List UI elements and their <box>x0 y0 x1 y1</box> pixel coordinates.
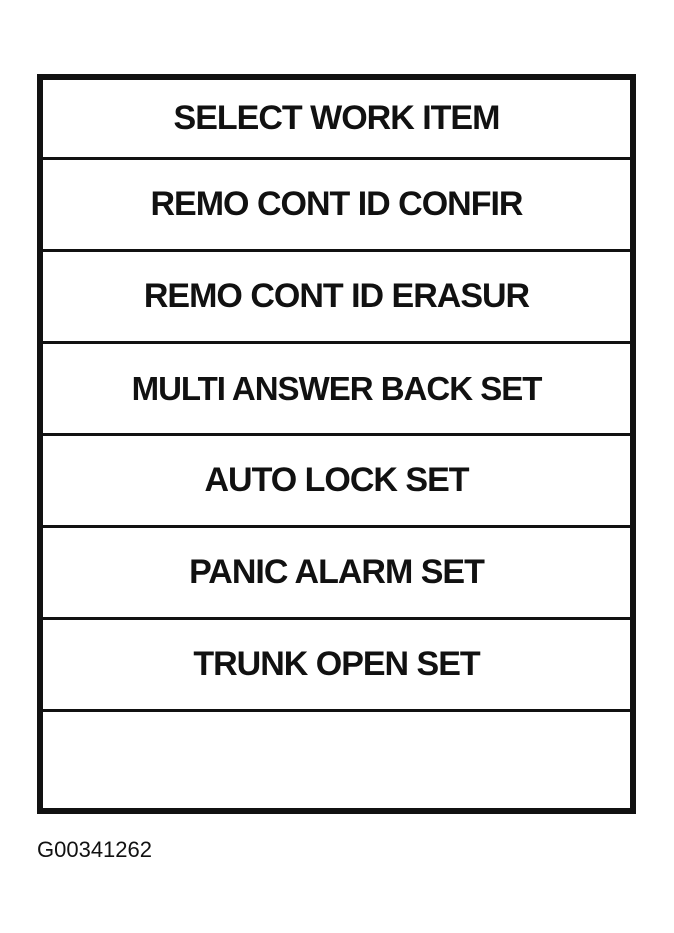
menu-empty-row <box>43 712 630 802</box>
menu-item-trunk-open-set[interactable]: TRUNK OPEN SET <box>43 620 630 712</box>
menu-item-label: MULTI ANSWER BACK SET <box>131 369 543 407</box>
menu-item-label: REMO CONT ID CONFIR <box>150 185 524 223</box>
work-item-menu: SELECT WORK ITEM REMO CONT ID CONFIR REM… <box>43 80 630 802</box>
menu-title-row: SELECT WORK ITEM <box>43 80 630 160</box>
menu-item-panic-alarm-set[interactable]: PANIC ALARM SET <box>43 528 630 620</box>
menu-item-label: AUTO LOCK SET <box>204 461 469 499</box>
menu-item-multi-answer-back-set[interactable]: MULTI ANSWER BACK SET <box>43 344 630 436</box>
menu-item-label: PANIC ALARM SET <box>189 553 485 591</box>
menu-item-remo-cont-id-erasur[interactable]: REMO CONT ID ERASUR <box>43 252 630 344</box>
menu-item-auto-lock-set[interactable]: AUTO LOCK SET <box>43 436 630 528</box>
menu-item-label: REMO CONT ID ERASUR <box>143 277 530 315</box>
menu-item-label: TRUNK OPEN SET <box>193 645 480 683</box>
menu-title: SELECT WORK ITEM <box>173 99 501 137</box>
consult-screen-frame: SELECT WORK ITEM REMO CONT ID CONFIR REM… <box>37 74 636 814</box>
figure-code: G00341262 <box>37 837 152 862</box>
menu-item-remo-cont-id-confir[interactable]: REMO CONT ID CONFIR <box>43 160 630 252</box>
